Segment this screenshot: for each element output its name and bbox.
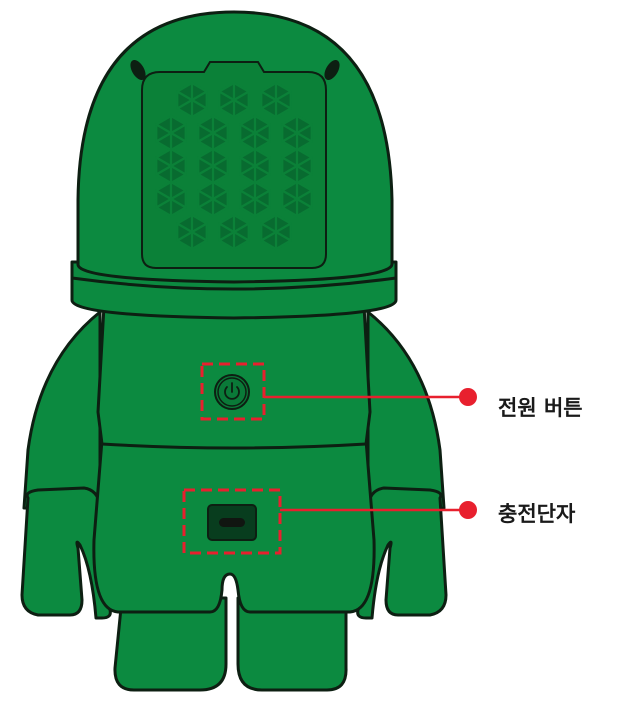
power-button-label: 전원 버튼 (498, 396, 583, 420)
left-leg (113, 596, 228, 692)
speaker-grille (155, 81, 313, 251)
grille-hex (281, 180, 313, 218)
grille-hex (239, 180, 271, 218)
right-vent-hole (324, 60, 340, 80)
grille-hex (155, 114, 187, 152)
power-button-highlight (200, 362, 266, 421)
grille-hex (281, 114, 313, 152)
usb-port-icon (219, 518, 245, 527)
grille-hex (197, 114, 229, 152)
charging-port-label: 충전단자 (498, 502, 576, 526)
grille-hex (155, 147, 187, 185)
charging-port-highlight (182, 488, 282, 555)
grille-hex (218, 213, 250, 251)
grille-hex (281, 147, 313, 185)
grille-hex (176, 213, 208, 251)
grille-hex (197, 147, 229, 185)
charging-port (207, 504, 257, 541)
charge-callout-dot (459, 501, 477, 519)
left-hand (20, 486, 112, 620)
grille-hex (176, 81, 208, 119)
grille-hex (239, 147, 271, 185)
left-arm (22, 310, 102, 512)
right-hand (356, 486, 448, 620)
grille-hex (260, 81, 292, 119)
right-leg (236, 596, 348, 692)
power-button[interactable] (214, 374, 250, 410)
grille-hex (260, 213, 292, 251)
right-arm (366, 310, 446, 512)
grille-hex (155, 180, 187, 218)
power-callout-dot (459, 388, 477, 406)
grille-hex (197, 180, 229, 218)
left-vent-hole (130, 60, 146, 80)
grille-hex (218, 81, 250, 119)
grille-hex (239, 114, 271, 152)
power-icon (224, 382, 240, 400)
